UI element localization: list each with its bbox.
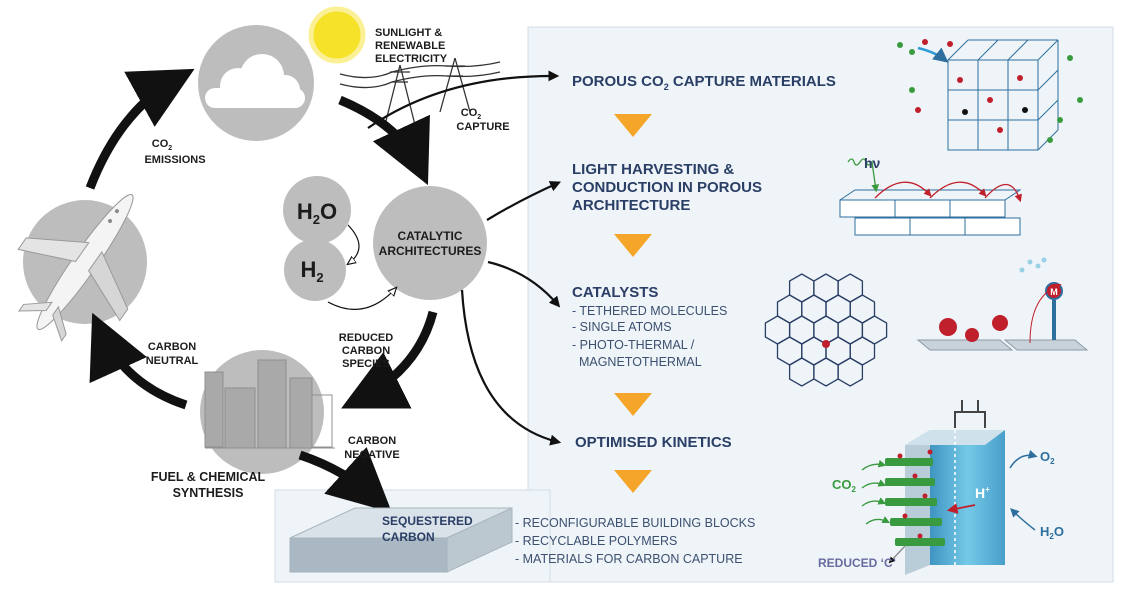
arrow-to-light (486, 181, 562, 221)
fuel-synthesis-label-1: FUEL & CHEMICAL (151, 470, 266, 484)
proton-arrow (946, 503, 976, 514)
catalytic-circle (373, 186, 487, 300)
step-porous-label: POROUS CO2 CAPTURE MATERIALS (572, 73, 836, 92)
h2-circle (284, 239, 346, 301)
o2-out-arrow (1009, 450, 1038, 469)
cycle-arrow-plane-to-cloud (85, 68, 195, 190)
step-catalysts-title: CATALYSTS (572, 284, 658, 301)
fuel-synthesis-label-2: SYNTHESIS (173, 486, 244, 500)
catalytic-label-2: ARCHITECTURES (379, 244, 482, 258)
step-triangle-1 (614, 114, 652, 137)
sunlight-label-2: RENEWABLE (375, 40, 445, 52)
co2-capture-label-2: CAPTURE (456, 121, 509, 133)
cycle-arrow-factory-to-sequestered (298, 447, 392, 513)
h2o-to-h2-arrow (348, 224, 360, 264)
reduced-species-label-3: SPECIES (342, 358, 390, 370)
h2o-label: H2O (297, 199, 337, 227)
sunlight-label-3: ELECTRICITY (375, 53, 448, 65)
catalytic-label-1: CATALYTIC (397, 229, 462, 243)
step-light-label-2: CONDUCTION IN POROUS (572, 179, 762, 196)
catalysts-item-4: MAGNETOTHERMAL (572, 355, 702, 369)
reduced-out-arrow (888, 545, 906, 564)
h2-to-catalytic-arrow (327, 288, 396, 310)
carbon-negative-label-1: CARBON (348, 435, 396, 447)
catalysts-item-3: - PHOTO-THERMAL / (572, 338, 695, 352)
cycle-arrow-factory-to-plane (89, 312, 188, 410)
h2-label: H2 (300, 257, 323, 285)
carbon-neutral-label-1: CARBON (148, 341, 196, 353)
sequestered-slab-icon (289, 507, 513, 573)
kinetics-hplus-label: H+ (975, 485, 990, 501)
catalyst-rods-icon (885, 458, 945, 546)
power-lines-icon (339, 57, 501, 126)
cycle-arrow-catalytic-to-factory (341, 310, 438, 409)
sequestered-title-1: SEQUESTERED (382, 514, 473, 528)
step-triangle-2 (614, 234, 652, 257)
reduced-c-label: REDUCED ‘C’ (818, 556, 896, 570)
step-triangle-4 (614, 470, 652, 493)
catalyst-plates-icon (916, 257, 1089, 351)
sun-icon (308, 6, 366, 64)
graphene-lattice-icon (764, 273, 888, 387)
step-light-label-1: LIGHT HARVESTING & (572, 161, 734, 178)
single-atom-dot (822, 340, 830, 348)
catalysts-item-2: - SINGLE ATOMS (572, 320, 672, 334)
hv-label: hν (864, 155, 881, 171)
rod-dots-icon (897, 449, 933, 539)
sequestered-item-3: - MATERIALS FOR CARBON CAPTURE (515, 552, 743, 566)
co2-inflow-arrows (861, 459, 891, 525)
kinetics-h2o-label: H2O (1040, 524, 1064, 541)
kinetics-co2-label: CO2 (832, 477, 857, 494)
co2-molecules-icon (897, 39, 1083, 143)
catalysts-item-1: - TETHERED MOLECULES (572, 304, 727, 318)
co2-emissions-label-2: EMISSIONS (144, 154, 205, 166)
h2o-in-arrow (1010, 508, 1036, 531)
reduced-species-label-2: CARBON (342, 345, 390, 357)
step-kinetics-label: OPTIMISED KINETICS (575, 434, 732, 451)
sunlight-label-1: SUNLIGHT & (375, 27, 442, 39)
arrow-to-porous (367, 70, 560, 129)
sequestered-title-2: CARBON (382, 530, 435, 544)
reduced-species-label-1: REDUCED (339, 332, 393, 344)
h2o-circle (283, 176, 351, 244)
electron-hops-icon (874, 181, 1022, 203)
metal-center-label: M (1050, 287, 1058, 297)
conduction-boxes-icon (839, 189, 1022, 236)
photon-squiggle-icon (847, 158, 880, 193)
hex-cell (837, 357, 864, 387)
sequestered-item-2: - RECYCLABLE POLYMERS (515, 534, 677, 548)
carbon-neutral-label-2: NEUTRAL (146, 355, 199, 367)
kinetics-o2-label: O2 (1040, 449, 1055, 466)
carbon-negative-label-2: NEGATIVE (344, 449, 399, 461)
airplane-icon (17, 193, 134, 342)
step-light-label-3: ARCHITECTURE (572, 197, 690, 214)
cycle-arrow-cloud-to-catalytic (338, 95, 430, 186)
step-triangle-3 (614, 393, 652, 416)
co2-emissions-label-1: CO2 (152, 138, 173, 152)
porous-grid-icon (947, 39, 1059, 151)
arrow-to-kinetics (460, 289, 562, 446)
factory-icon (204, 359, 335, 449)
sequestered-item-1: - RECONFIGURABLE BUILDING BLOCKS (515, 516, 755, 530)
arrow-to-catalysts (487, 260, 561, 308)
cloud-icon (205, 54, 305, 108)
co2-capture-label-1: CO2 (461, 107, 482, 121)
